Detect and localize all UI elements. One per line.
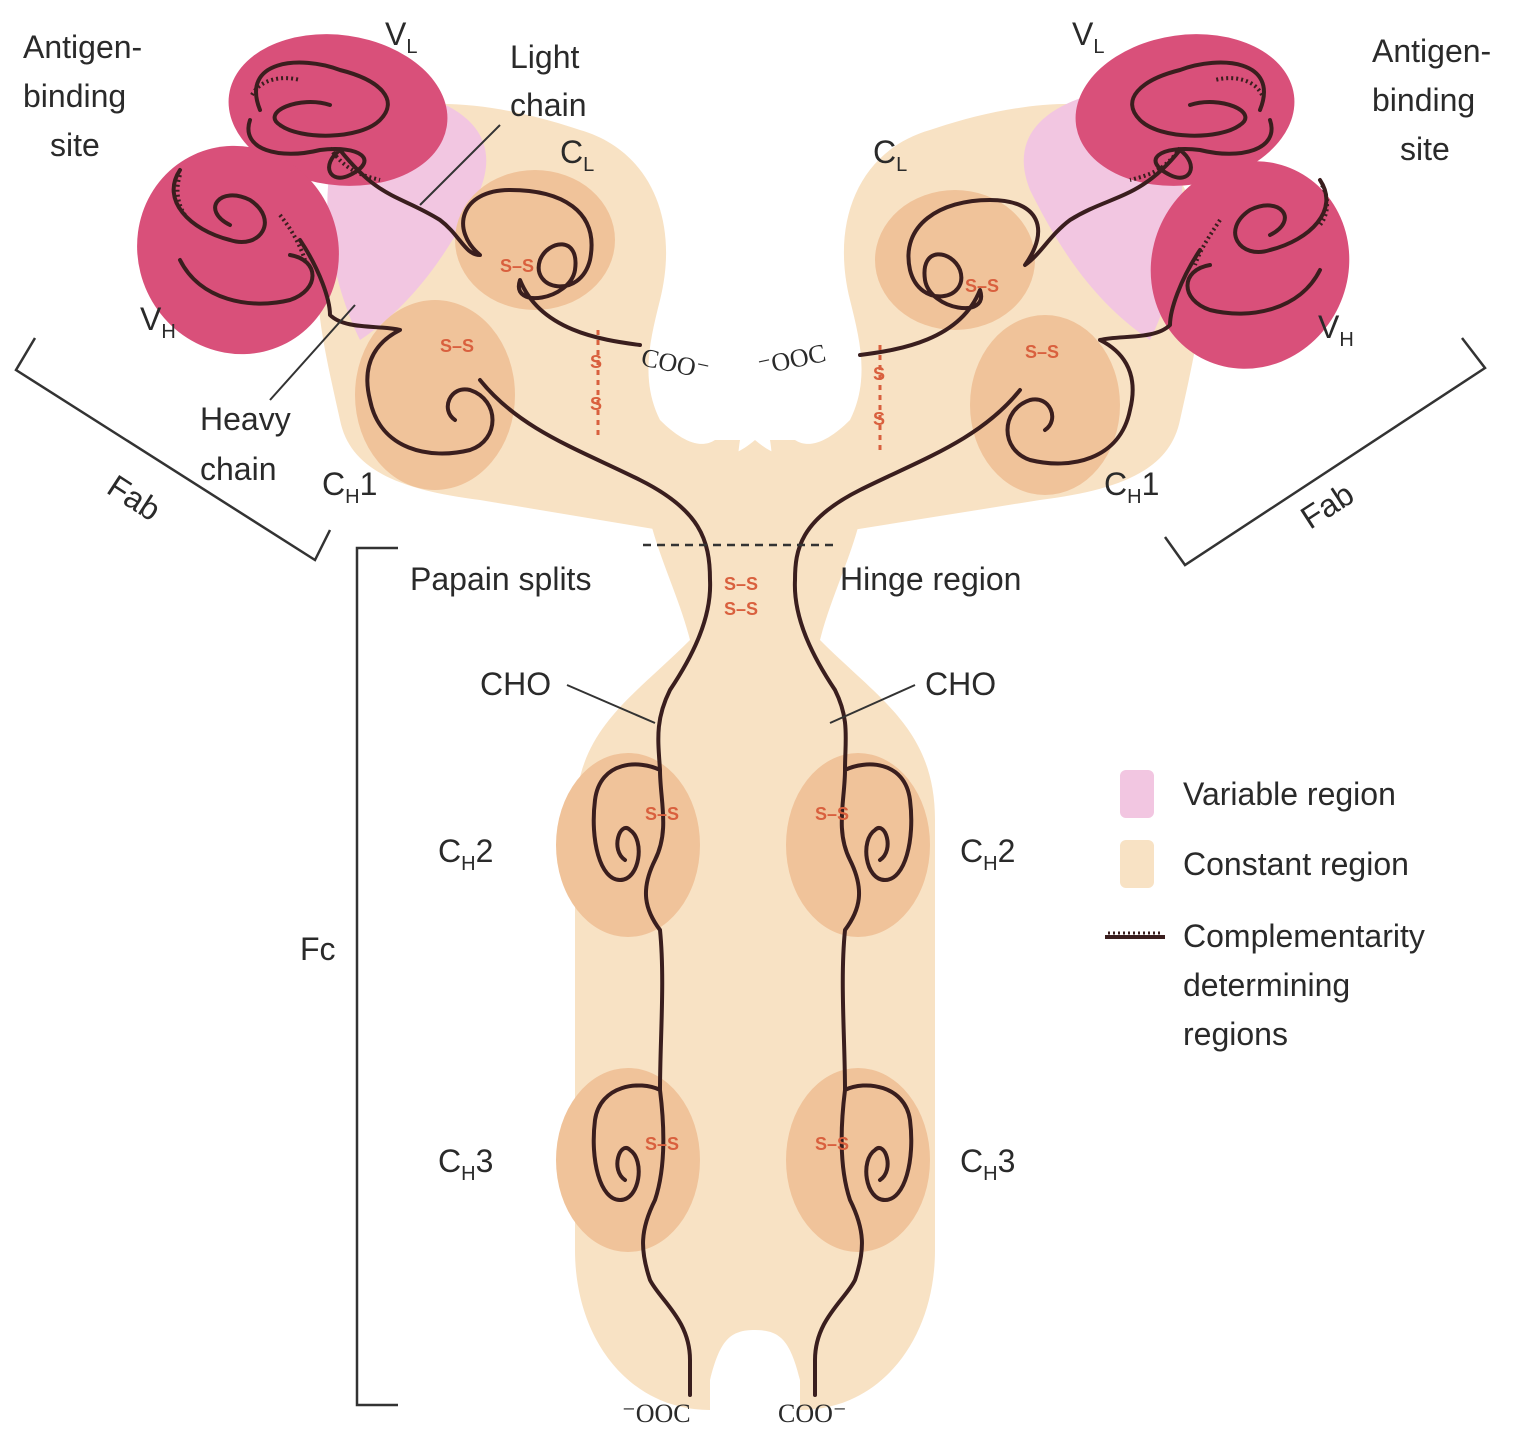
ch2-label-right: CH2	[960, 833, 1015, 875]
coo-label-light-left: COO⁻	[639, 343, 712, 386]
variable-domains	[103, 20, 1383, 401]
ss-cl-left: S–S	[500, 256, 534, 276]
heavy-chain-label-2: chain	[200, 451, 277, 487]
ss-ch3-right: S–S	[815, 1134, 849, 1154]
vl-label-left: VL	[385, 16, 417, 58]
antigen-site-label-left-1: Antigen-	[23, 29, 142, 65]
legend-constant-swatch	[1120, 840, 1154, 888]
constant-region-body	[317, 104, 1203, 1410]
legend-variable-label: Variable region	[1183, 776, 1396, 812]
cho-label-right: CHO	[925, 666, 996, 702]
legend-cdr-label-1: Complementarity	[1183, 918, 1425, 954]
ss-ch1-left: S–S	[440, 336, 474, 356]
papain-splits-label: Papain splits	[410, 561, 591, 597]
cho-label-left: CHO	[480, 666, 551, 702]
light-chain-label-2: chain	[510, 87, 587, 123]
ch3-domain-left	[556, 1068, 700, 1252]
ch3-label-right: CH3	[960, 1143, 1015, 1185]
heavy-chain-label-1: Heavy	[200, 401, 291, 437]
legend-cdr-label-2: determining	[1183, 967, 1350, 1003]
antigen-site-label-right-3: site	[1400, 131, 1450, 167]
legend-constant-label: Constant region	[1183, 846, 1409, 882]
ss-inter-right-top: S	[873, 364, 885, 384]
ss-inter-right-bottom: S	[873, 409, 885, 429]
hinge-region-label: Hinge region	[840, 561, 1021, 597]
coo-label-bottom-right: COO⁻	[778, 1399, 847, 1428]
ss-hinge-1: S–S	[724, 574, 758, 594]
antigen-site-label-right-2: binding	[1372, 82, 1475, 118]
legend-cdr-label-3: regions	[1183, 1016, 1288, 1052]
ss-cl-right: S–S	[965, 276, 999, 296]
fc-label: Fc	[300, 931, 336, 967]
ch1-label-left: CH1	[322, 466, 377, 508]
cl-label-right: CL	[873, 134, 907, 176]
antigen-site-label-right-1: Antigen-	[1372, 33, 1491, 69]
ch2-label-left: CH2	[438, 833, 493, 875]
antigen-site-label-left-2: binding	[23, 78, 126, 114]
ooc-label-light-right: ⁻OOC	[755, 338, 828, 381]
vh-label-right: VH	[1318, 309, 1354, 351]
ch3-label-left: CH3	[438, 1143, 493, 1185]
ss-ch2-left: S–S	[645, 804, 679, 824]
ooc-label-bottom-left: ⁻OOC	[622, 1399, 691, 1428]
fab-bracket-left	[16, 338, 330, 560]
ss-ch1-right: S–S	[1025, 342, 1059, 362]
ch2-domain-left	[556, 753, 700, 937]
fc-bracket	[357, 548, 398, 1405]
antigen-site-label-left-3: site	[50, 127, 100, 163]
light-chain-label-1: Light	[510, 39, 580, 75]
ss-inter-left-bottom: S	[590, 394, 602, 414]
ss-hinge-2: S–S	[724, 599, 758, 619]
ss-ch2-right: S–S	[815, 804, 849, 824]
fab-bracket-right	[1165, 338, 1485, 565]
vl-label-right: VL	[1072, 16, 1104, 58]
legend: Variable region Constant region Compleme…	[1105, 770, 1425, 1052]
fab-label-right: Fab	[1294, 476, 1360, 536]
fab-label-left: Fab	[101, 468, 167, 528]
legend-variable-swatch	[1120, 770, 1154, 818]
ss-ch3-left: S–S	[645, 1134, 679, 1154]
ss-inter-left-top: S	[590, 352, 602, 372]
